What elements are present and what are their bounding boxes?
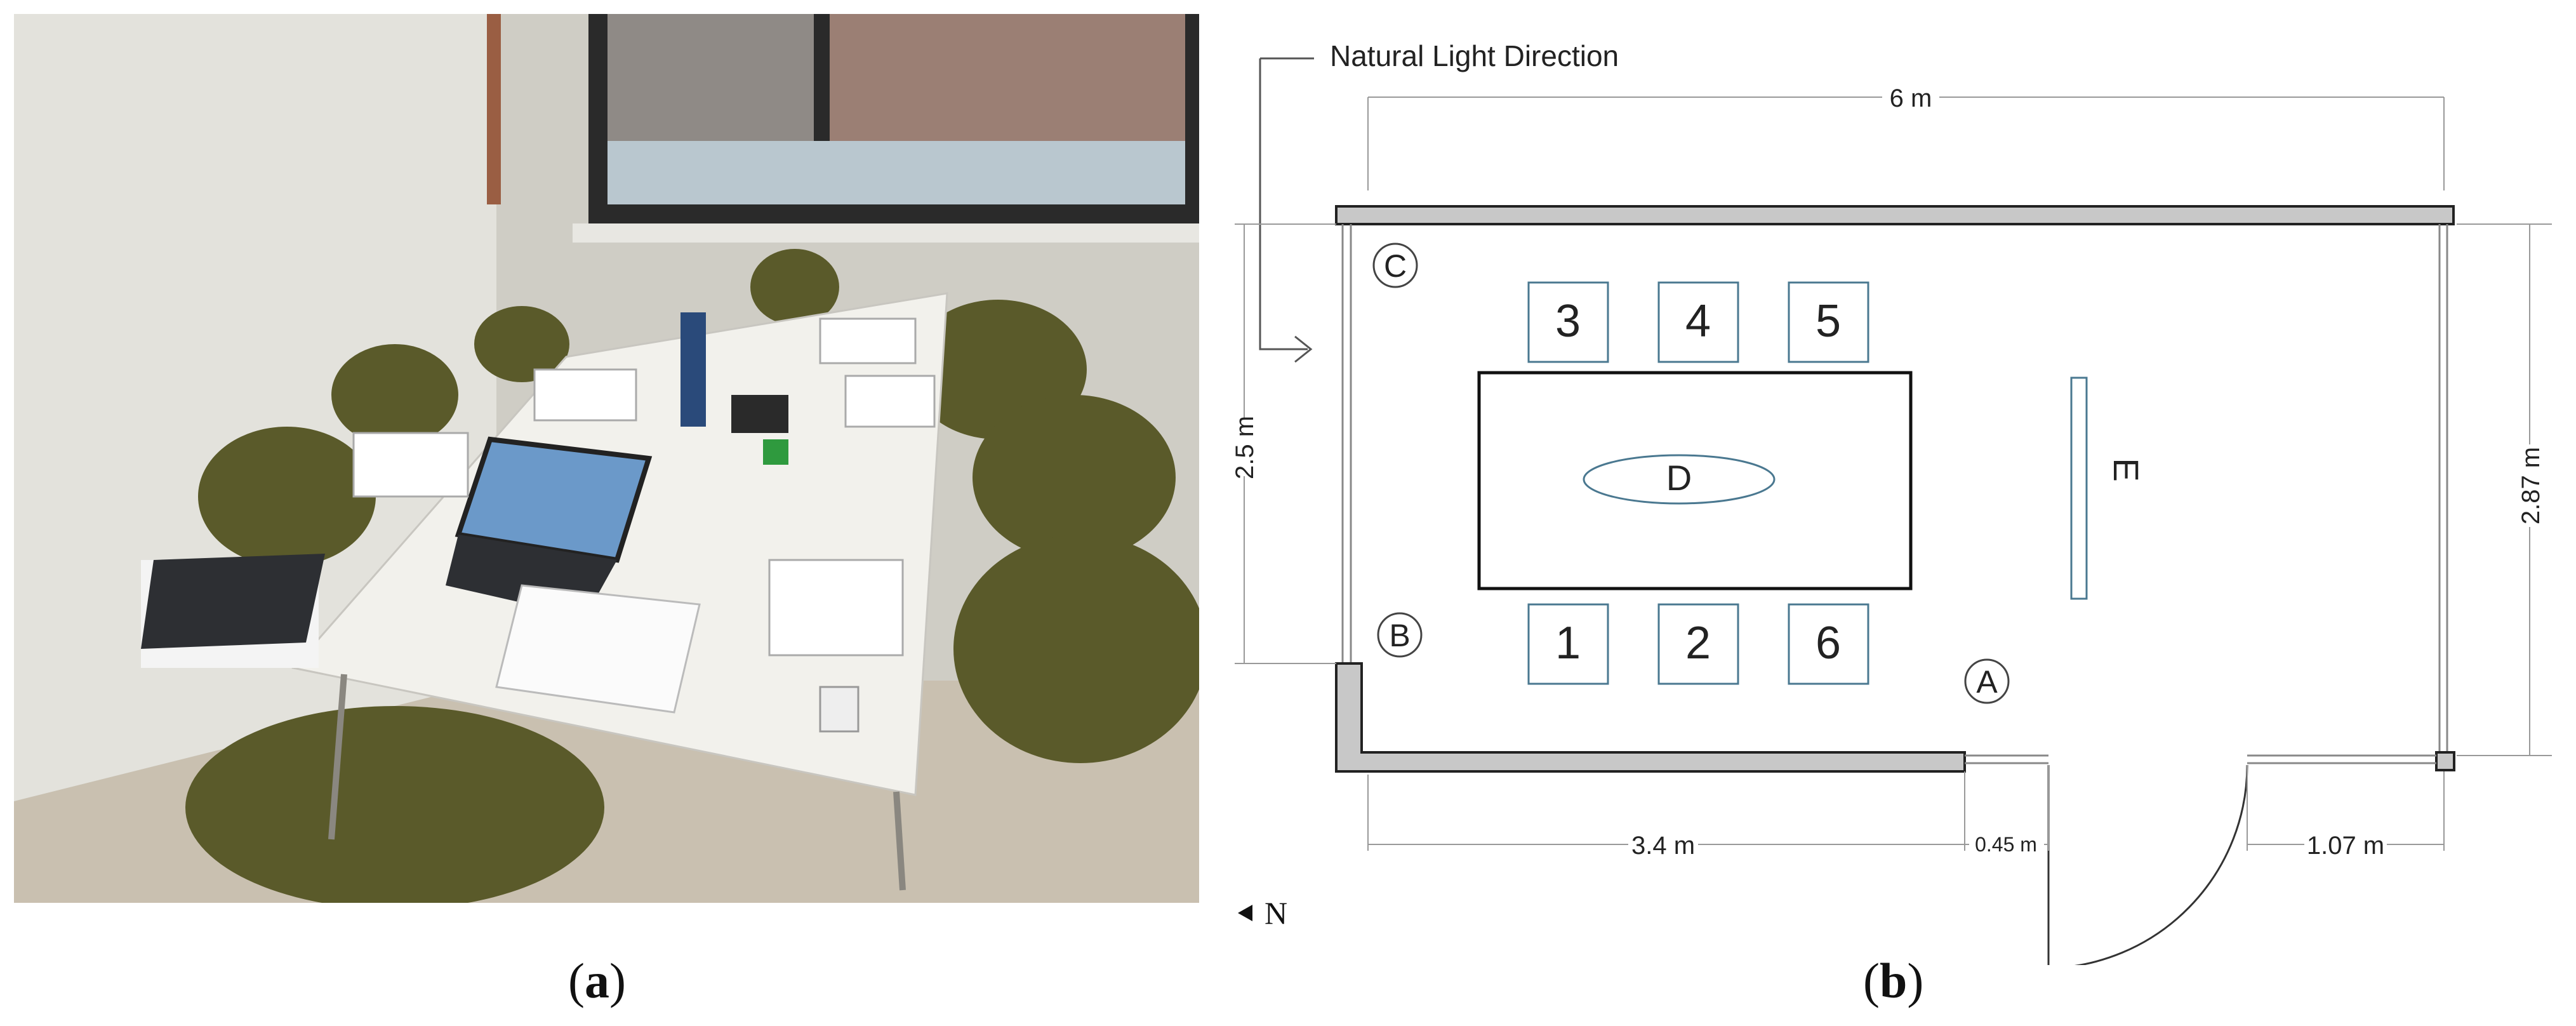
dim-top-label: 6 m — [1890, 84, 1932, 112]
point-b-label: B — [1389, 618, 1410, 653]
window-view-lower — [607, 141, 1185, 204]
device-box — [844, 375, 936, 428]
point-b-marker — [1377, 612, 1423, 658]
bottom-right-wall — [2435, 751, 2455, 771]
point-a-label: A — [1976, 664, 1998, 700]
seats: 3 4 5 1 2 6 — [1527, 281, 1869, 685]
seat-3 — [1527, 281, 1609, 363]
seat-4-label: 4 — [1685, 296, 1711, 347]
bottom-left-wall — [1335, 662, 1966, 773]
point-a-marker — [1964, 658, 2010, 704]
dim-door-label: 0.45 m — [1975, 833, 2037, 856]
device-box — [352, 432, 469, 498]
seat-5 — [1788, 281, 1869, 363]
dim-bottom-left-label: 3.4 m — [1631, 832, 1695, 860]
seat-6 — [1788, 603, 1869, 685]
light-direction-line — [1259, 58, 1308, 350]
top-wall — [1335, 205, 2455, 225]
door-swing — [2048, 764, 2248, 969]
arrow-right-icon — [1294, 335, 1313, 363]
sensor-cube — [819, 686, 860, 733]
seat-2-label: 2 — [1685, 618, 1711, 669]
dim-right-label: 2.87 m — [2517, 447, 2545, 524]
seat-1 — [1527, 603, 1609, 685]
caption-a: (a) — [568, 953, 626, 1008]
chair — [750, 249, 839, 325]
seat-2 — [1657, 603, 1739, 685]
chair — [331, 344, 458, 446]
device-box — [768, 559, 904, 656]
seat-3-label: 3 — [1555, 296, 1581, 347]
point-c-label: C — [1384, 248, 1407, 284]
green-plug — [763, 439, 788, 465]
point-e-label: E — [2106, 458, 2146, 481]
triangle-left-icon — [1238, 905, 1252, 921]
table-legs — [328, 674, 906, 891]
chair — [973, 395, 1176, 560]
notepad — [495, 584, 701, 714]
chair — [198, 427, 376, 566]
point-d-marker — [1583, 454, 1776, 505]
floor-plan-diagram: Natural Light Direction 6 m 2.5 m — [1231, 39, 2552, 969]
device-box — [533, 368, 637, 422]
point-c-marker — [1372, 243, 1418, 288]
tablet — [141, 554, 325, 649]
floor-plan: Natural Light Direction 6 m 2.5 m — [1231, 25, 2571, 969]
caption-a-letter: a — [584, 953, 609, 1008]
measurement-device — [681, 312, 706, 427]
caption-b: (b) — [1863, 953, 1924, 1008]
seat-6-label: 6 — [1816, 618, 1841, 669]
point-d-label: D — [1666, 458, 1692, 498]
device-boxes — [352, 317, 936, 656]
chair — [474, 306, 569, 382]
seat-1-label: 1 — [1555, 618, 1581, 669]
power-strip — [731, 395, 788, 433]
device-box — [819, 317, 917, 364]
wall-pipe — [487, 14, 501, 204]
caption-b-letter: b — [1879, 953, 1908, 1008]
dim-left-label: 2.5 m — [1232, 416, 1259, 479]
seat-5-label: 5 — [1816, 296, 1841, 347]
room-photo-illustration — [14, 14, 1199, 903]
chair — [185, 706, 604, 903]
room-photo — [14, 14, 1199, 903]
north-label: N — [1265, 895, 1287, 931]
seat-4 — [1657, 281, 1739, 363]
point-e-board — [2070, 376, 2088, 600]
chair — [953, 535, 1199, 763]
chairs — [185, 249, 1199, 903]
window-sill — [573, 223, 1199, 243]
dim-bottom-right-label: 1.07 m — [2307, 832, 2384, 860]
light-direction-label: Natural Light Direction — [1330, 39, 1619, 72]
